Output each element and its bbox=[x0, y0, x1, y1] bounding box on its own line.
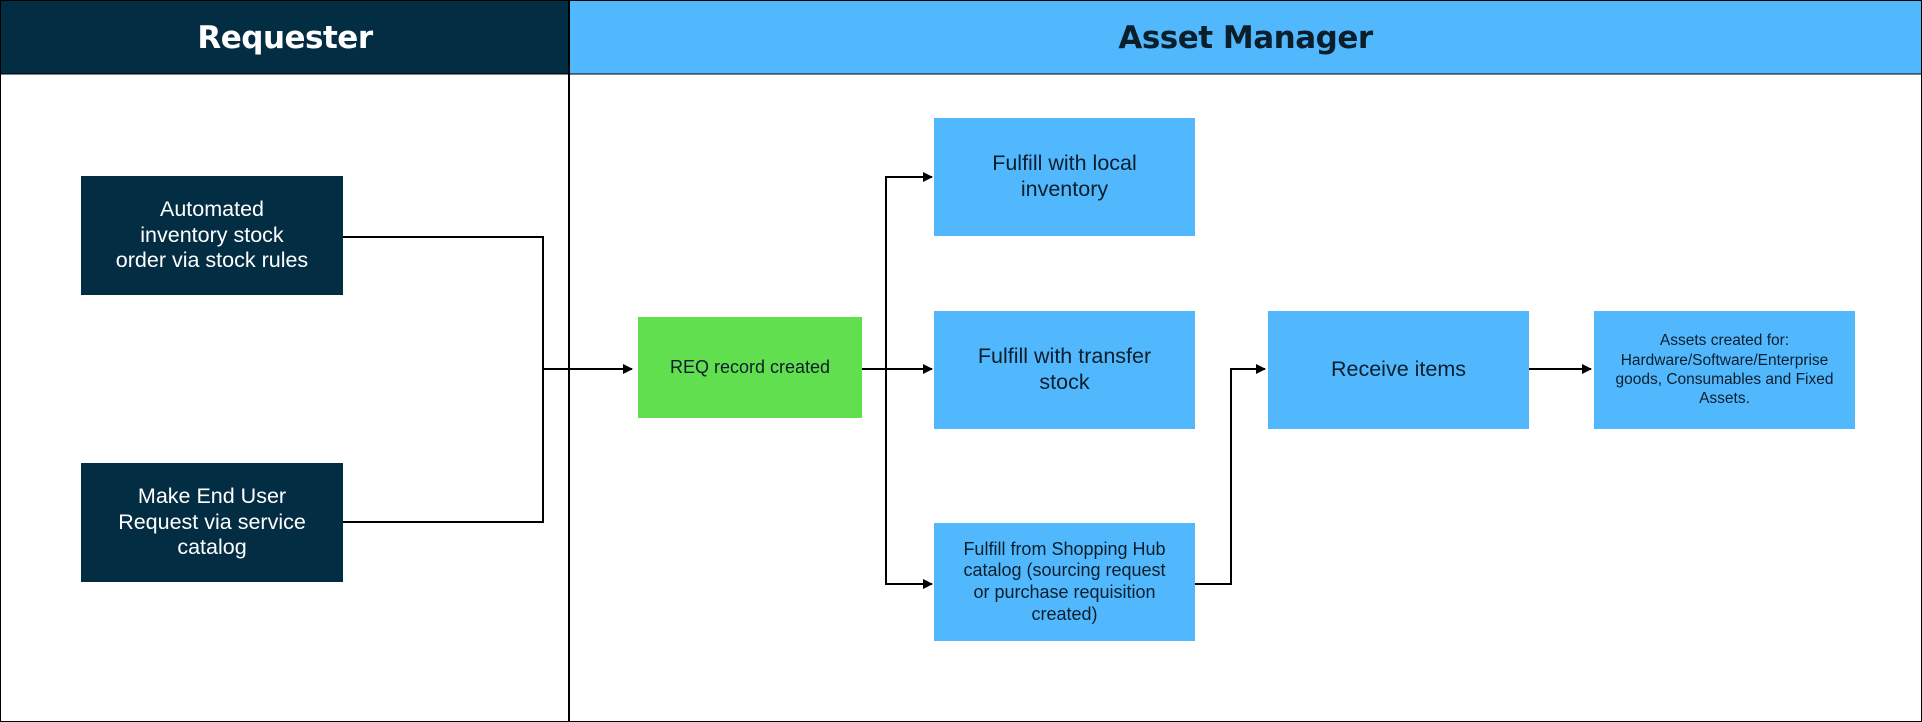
arrow-to-shopping-hub bbox=[885, 369, 933, 589]
node-text-line: catalog (sourcing request bbox=[963, 560, 1166, 581]
node-end-user-request: Make End User Request via service catalo… bbox=[81, 463, 343, 582]
node-text-line: or purchase requisition bbox=[973, 582, 1156, 602]
node-text-line: stock bbox=[1039, 370, 1090, 394]
arrow-to-receive-items bbox=[1195, 364, 1266, 585]
node-text-line: Receive items bbox=[1330, 357, 1466, 382]
node-text-line: Make End User bbox=[137, 483, 287, 508]
node-text-line: Fulfill with transfer bbox=[977, 344, 1152, 369]
node-fulfill-local-inventory: Fulfill with local inventory bbox=[934, 118, 1195, 236]
node-text-line: REQ record created bbox=[669, 356, 831, 377]
node-text-line: Assets. bbox=[1699, 390, 1750, 408]
node-text-line: inventory stock bbox=[140, 222, 284, 247]
node-text-line: Request via service bbox=[118, 509, 306, 534]
node-text-line: Fulfill from Shopping Hub bbox=[963, 538, 1166, 559]
node-text-line: catalog bbox=[177, 535, 247, 560]
node-text-line: Fulfill with local bbox=[992, 151, 1137, 176]
node-receive-items: Receive items bbox=[1268, 311, 1529, 429]
node-text-line: inventory bbox=[1020, 177, 1109, 201]
node-fulfill-shopping-hub: Fulfill from Shopping Hub catalog (sourc… bbox=[934, 523, 1195, 641]
arrow-to-local-inventory bbox=[885, 172, 933, 369]
node-text-line: goods, Consumables and Fixed bbox=[1615, 371, 1834, 388]
lane-title-requester: Requester bbox=[197, 19, 373, 56]
node-automated-stock-order: Automated inventory stock order via stoc… bbox=[81, 176, 343, 295]
node-req-record-created: REQ record created bbox=[638, 317, 862, 418]
connector-requests-merge bbox=[343, 236, 544, 523]
node-text-line: order via stock rules bbox=[115, 248, 309, 273]
node-fulfill-transfer-stock: Fulfill with transfer stock bbox=[934, 311, 1195, 429]
lane-header-requester: Requester bbox=[1, 1, 569, 74]
node-text-line: Assets created for: bbox=[1659, 332, 1790, 350]
node-text-line: created) bbox=[1031, 603, 1098, 624]
lane-header-asset-manager: Asset Manager bbox=[570, 1, 1921, 74]
node-assets-created: Assets created for: Hardware/Software/En… bbox=[1594, 311, 1855, 429]
node-text-line: Automated bbox=[160, 196, 264, 221]
lane-title-asset-manager: Asset Manager bbox=[1118, 19, 1373, 56]
node-text-line: Hardware/Software/Enterprise bbox=[1620, 351, 1829, 369]
